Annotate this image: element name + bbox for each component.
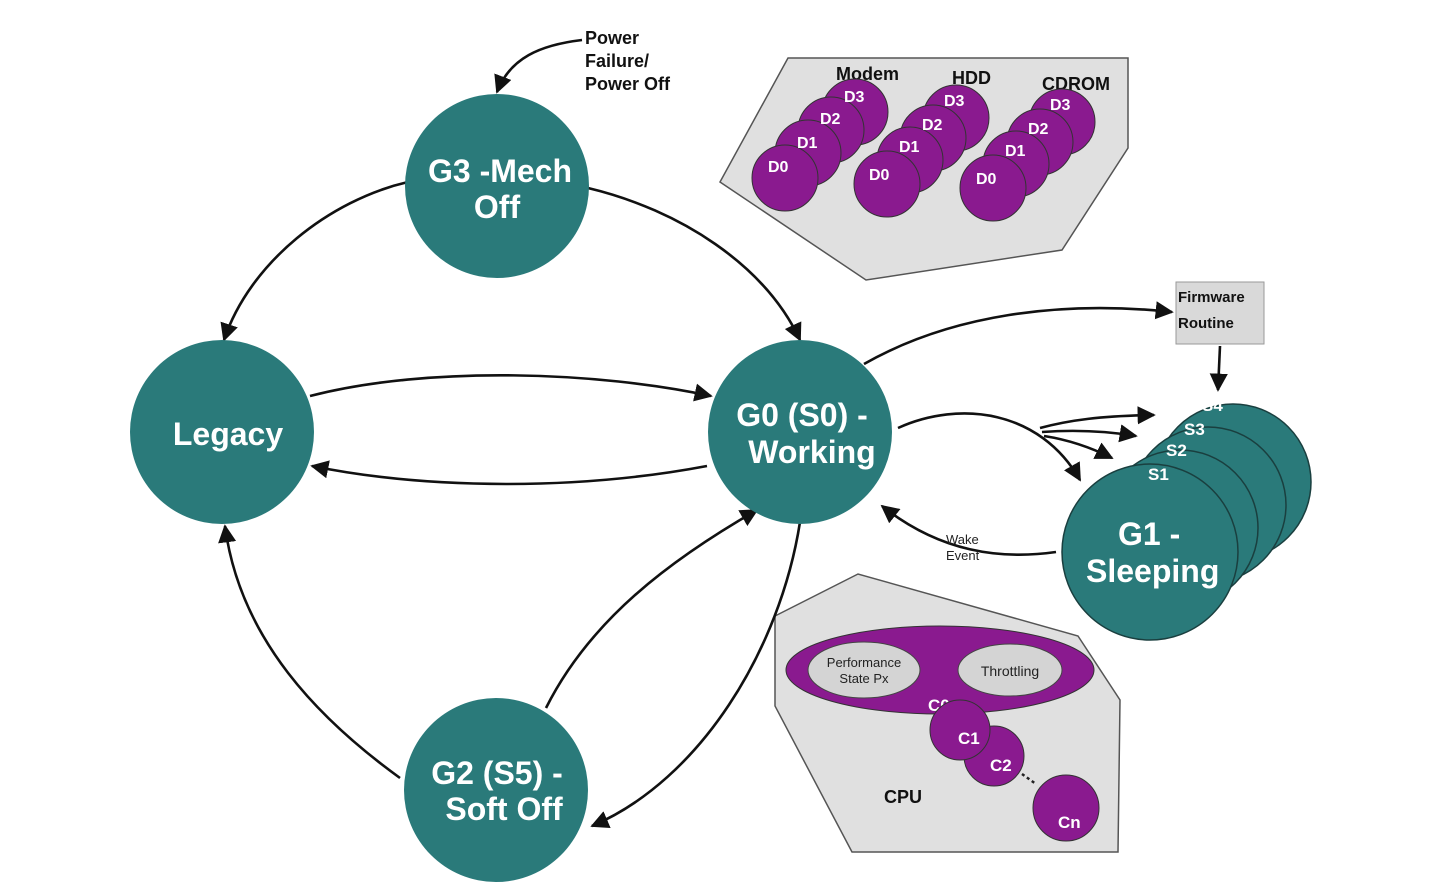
performance-label-line2: State Px: [839, 671, 889, 686]
modem-d2-label: D2: [820, 111, 841, 128]
wake-event-arrow: [880, 504, 1057, 557]
g2-label-line1: G2 (S5) -: [431, 755, 563, 791]
hdd-label: HDD: [952, 68, 991, 88]
cdrom-d0-label: D0: [976, 171, 997, 188]
g1-label-line1: G1 -: [1118, 516, 1180, 552]
cpu-panel: Performance State Px Throttling C0 C1 C2…: [774, 573, 1121, 853]
g2-label-line2: Soft Off: [445, 791, 563, 827]
transition-arrows: [218, 38, 1228, 828]
power-failure-line1: Power: [585, 28, 639, 48]
g0-to-g2-arrow: [590, 521, 802, 828]
device-panel: Modem HDD CDROM D3 D2 D1 D0 D3 D2 D1 D0: [719, 57, 1129, 281]
modem-dstates: D3 D2 D1 D0: [751, 78, 889, 212]
g1-label-line2: Sleeping: [1086, 553, 1219, 589]
g3-to-g0-arrow: [587, 186, 802, 342]
legacy-label: Legacy: [173, 416, 283, 452]
c2-label: C2: [990, 756, 1012, 775]
wake-event-line1: Wake: [946, 532, 979, 547]
wake-event-line2: Event: [946, 548, 980, 563]
g2-state-node: G2 (S5) - Soft Off: [404, 698, 588, 882]
hdd-d3-label: D3: [944, 93, 965, 110]
power-failure-arrow: [494, 38, 583, 94]
cdrom-dstates: D3 D2 D1 D0: [959, 88, 1096, 222]
modem-d0-label: D0: [768, 159, 789, 176]
power-failure-line2: Failure/: [585, 51, 649, 71]
g3-label-line1: G3 -Mech: [428, 153, 572, 189]
g2-to-legacy-arrow: [218, 524, 401, 780]
firmware-routine-box: Firmware Routine: [1175, 281, 1265, 345]
power-failure-line3: Power Off: [585, 74, 671, 94]
cdrom-d3-label: D3: [1050, 97, 1071, 114]
firmware-label-line2: Routine: [1178, 315, 1234, 332]
legacy-state-node: Legacy: [130, 340, 314, 524]
to-s4-arrow: [1039, 406, 1156, 430]
to-s3-arrow: [1041, 424, 1138, 443]
g0-label-line2: Working: [748, 434, 875, 470]
modem-d1-label: D1: [797, 135, 818, 152]
cdrom-d2-label: D2: [1028, 121, 1049, 138]
s3-label: S3: [1184, 420, 1205, 439]
hdd-dstates: D3 D2 D1 D0: [853, 84, 990, 218]
c1-label: C1: [958, 729, 980, 748]
modem-d3-label: D3: [844, 89, 865, 106]
g2-to-g0-arrow: [544, 508, 759, 709]
s2-label: S2: [1166, 441, 1187, 460]
firmware-to-s4-arrow: [1209, 345, 1228, 392]
g0-label-line1: G0 (S0) -: [736, 397, 868, 433]
performance-label-line1: Performance: [827, 655, 901, 670]
hdd-d2-label: D2: [922, 117, 943, 134]
s1-label: S1: [1148, 465, 1169, 484]
cpu-label: CPU: [884, 787, 922, 807]
g3-state-node: G3 -Mech Off: [405, 94, 589, 278]
g1-sleeping-stack: S4 S3 S2 S1 G1 - Sleeping: [1061, 396, 1312, 641]
firmware-label-line1: Firmware: [1178, 289, 1245, 306]
cn-label: Cn: [1058, 813, 1081, 832]
power-failure-label: Power Failure/ Power Off: [585, 28, 671, 94]
g3-to-legacy-arrow: [220, 180, 409, 342]
to-s2-arrow: [1043, 434, 1114, 460]
s4-label: S4: [1202, 396, 1223, 415]
throttling-label: Throttling: [981, 663, 1039, 679]
g0-to-g1-arrow: [897, 412, 1082, 482]
g3-label-line2: Off: [474, 189, 521, 225]
hdd-d0-label: D0: [869, 167, 890, 184]
cdrom-d1-label: D1: [1005, 143, 1026, 160]
g0-to-legacy-arrow: [310, 460, 708, 486]
wake-event-label: Wake Event: [946, 532, 980, 563]
g0-state-node: G0 (S0) - Working: [708, 340, 892, 524]
g0-to-firmware-arrow: [863, 301, 1174, 366]
hdd-d1-label: D1: [899, 139, 920, 156]
legacy-to-g0-arrow: [309, 373, 713, 402]
